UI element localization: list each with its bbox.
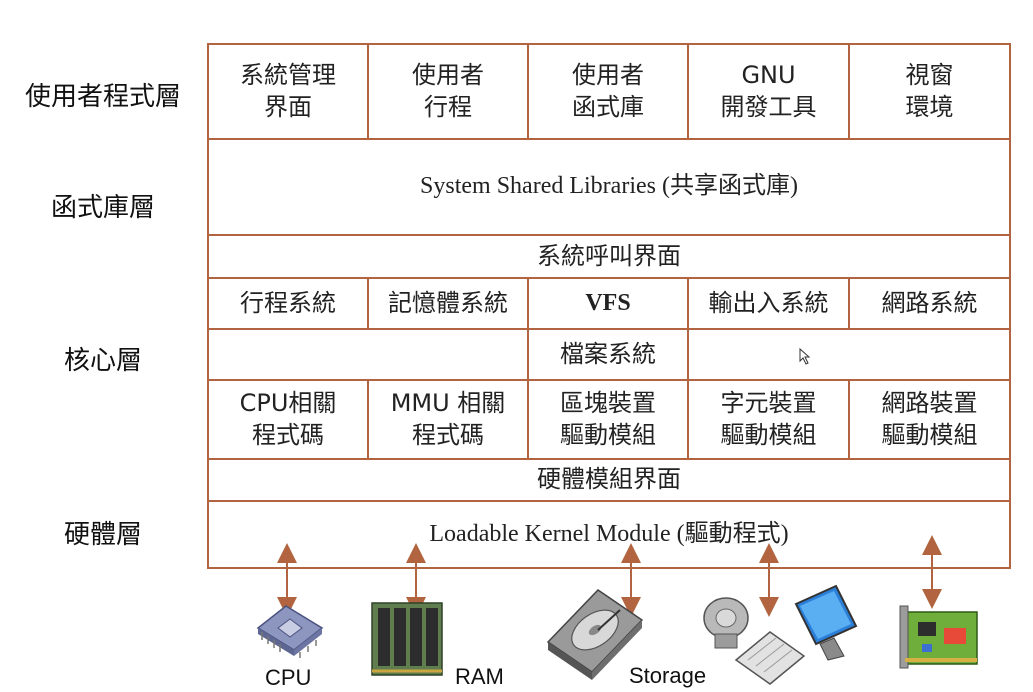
mouse-cursor-icon bbox=[799, 347, 811, 365]
kernel-cell-empty-left bbox=[209, 330, 529, 381]
keyboard-icon bbox=[734, 631, 806, 685]
cpu-chip-icon bbox=[256, 605, 324, 658]
driver-cell-char: 字元裝置 驅動模組 bbox=[689, 381, 850, 460]
device-label-cpu: CPU bbox=[265, 665, 312, 690]
kernel-cell-empty-right bbox=[689, 330, 1009, 381]
driver-cell-network: 網路裝置 驅動模組 bbox=[850, 381, 1009, 460]
loadable-module-cell: Loadable Kernel Module (驅動程式) bbox=[429, 520, 789, 547]
kernel-cell-memory: 記憶體系統 bbox=[369, 279, 529, 330]
speaker-icon bbox=[703, 597, 749, 649]
user-cell-process: 使用者 行程 bbox=[369, 45, 529, 140]
monitor-icon bbox=[794, 584, 858, 661]
user-cell-gnu: GNU 開發工具 bbox=[689, 45, 850, 140]
file-system-cell: 檔案系統 bbox=[529, 330, 689, 381]
layer-label-kernel: 核心層 bbox=[63, 346, 142, 376]
driver-cell-cpu: CPU相關 程式碼 bbox=[209, 381, 369, 460]
ram-module-icon bbox=[371, 602, 443, 676]
hardware-interface-cell: 硬體模組界面 bbox=[209, 460, 1009, 502]
device-label-storage: Storage bbox=[629, 663, 707, 688]
layer-label-hardware: 硬體層 bbox=[63, 520, 142, 550]
layer-label-library: 函式庫層 bbox=[50, 193, 155, 223]
user-cell-window: 視窗 環境 bbox=[850, 45, 1009, 140]
shared-libraries-cell: System Shared Libraries (共享函式庫) bbox=[209, 140, 1009, 236]
driver-cell-mmu: MMU 相關 程式碼 bbox=[369, 381, 529, 460]
user-cell-admin: 系統管理 界面 bbox=[209, 45, 369, 140]
kernel-cell-io: 輸出入系統 bbox=[689, 279, 850, 330]
driver-cell-block: 區塊裝置 驅動模組 bbox=[529, 381, 689, 460]
syscall-interface-cell: 系統呼叫界面 bbox=[209, 236, 1009, 279]
layer-label-user: 使用者程式層 bbox=[24, 82, 181, 112]
architecture-grid: 系統管理 界面 使用者 行程 使用者 函式庫 GNU 開發工具 視窗 環境 Sy… bbox=[207, 43, 1011, 569]
device-label-ram: RAM bbox=[455, 664, 504, 689]
user-cell-library: 使用者 函式庫 bbox=[529, 45, 689, 140]
kernel-cell-process: 行程系統 bbox=[209, 279, 369, 330]
kernel-cell-network: 網路系統 bbox=[850, 279, 1009, 330]
hard-drive-icon bbox=[546, 589, 644, 680]
kernel-cell-vfs: VFS bbox=[529, 279, 689, 330]
network-card-icon bbox=[899, 605, 978, 669]
